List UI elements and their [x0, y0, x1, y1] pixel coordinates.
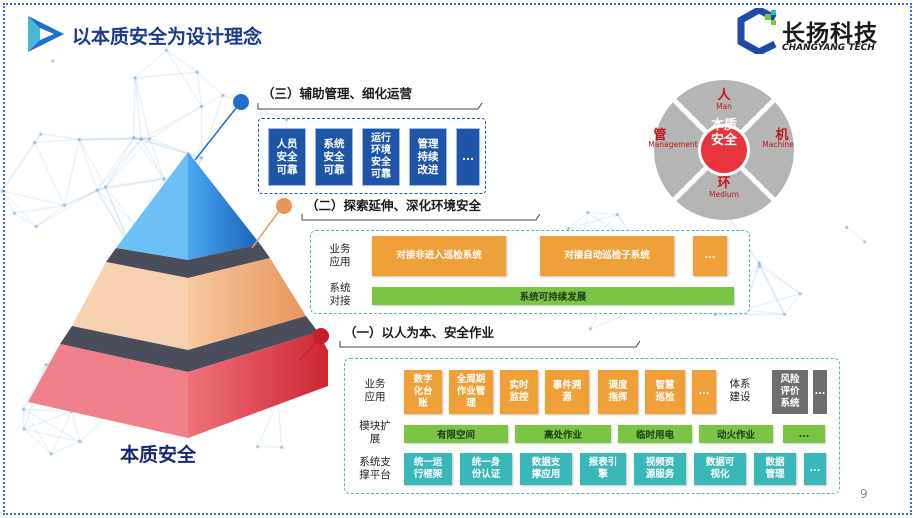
s2-item-non-entry-inspection: 对接非进入巡检系统 — [372, 236, 506, 276]
s1-report-engine: 报表引 擎 — [580, 453, 626, 485]
s2-item-auto-inspection: 对接自动巡检子系统 — [540, 236, 674, 276]
s2-sustainable-bar: 系统可持续发展 — [372, 287, 734, 305]
wheel-center: 本质 安全 — [710, 118, 737, 148]
page-number: 9 — [860, 487, 868, 501]
wheel-left-en: Management — [648, 140, 698, 149]
s1-system-build-label: 体系 建设 — [729, 378, 751, 403]
wheel-left: 管 — [653, 128, 667, 143]
section3-panel — [258, 118, 486, 194]
s1-row3-label: 系统支 撑平台 — [359, 456, 391, 481]
s1-height-work: 高处作业 — [515, 425, 611, 443]
s1-unified-framework: 统一运 行框架 — [404, 453, 452, 485]
wheel-top-en: Man — [716, 102, 732, 111]
pyramid-middle-tier — [72, 262, 188, 350]
wheel-bottom-en: Medium — [709, 190, 739, 199]
s1-temp-power: 临时用电 — [618, 425, 692, 443]
wheel-bottom: 环 — [717, 176, 731, 191]
pyramid-base-label: 本质安全 — [120, 444, 197, 466]
safety-wheel-diagram — [654, 80, 794, 220]
tier1-dot-icon — [313, 328, 329, 344]
section3-title: （三）辅助管理、细化运营 — [262, 86, 413, 101]
s1-dispatch-command: 调度 指挥 — [598, 370, 638, 414]
slide-logo-icon — [28, 16, 64, 52]
card-system-safety: 系统 安全 可靠 — [315, 128, 353, 186]
pyramid-base-tier — [28, 344, 188, 438]
pyramid-top-tier — [116, 152, 188, 260]
card-management-improvement: 管理 持续 改进 — [409, 128, 447, 186]
s1-data-support: 数据支 撑应用 — [520, 453, 572, 485]
brand-name: 长扬科技 — [782, 21, 878, 47]
s1-digital-ledger: 数字 化台 账 — [404, 370, 442, 414]
s1-event-trace: 事件溯 源 — [545, 370, 589, 414]
card-more: ... — [456, 128, 480, 186]
wheel-top: 人 — [717, 88, 731, 103]
s1-unified-identity: 统一身 份认证 — [460, 453, 512, 485]
s1-lifecycle-work: 全周期 作业管 理 — [449, 370, 493, 414]
s1-module-more: ... — [783, 425, 825, 443]
tier2-dot-icon — [276, 198, 292, 214]
s1-row1-label: 业务 应用 — [364, 378, 386, 403]
s1-video-service: 视频资 源服务 — [634, 453, 686, 485]
s1-more: ... — [692, 370, 716, 414]
section1-title: （一）以人为本、安全作业 — [344, 325, 495, 340]
s1-data-visualization: 数据可 视化 — [694, 453, 746, 485]
s1-realtime-monitor: 实时 监控 — [500, 370, 538, 414]
s1-side-more: ... — [813, 370, 827, 414]
s2-row2-label: 系统 对接 — [329, 282, 351, 307]
s1-platform-more: ... — [804, 453, 826, 485]
page-title: 以本质安全为设计理念 — [72, 26, 263, 48]
card-personnel-safety: 人员 安全 可靠 — [268, 128, 306, 186]
s1-data-management: 数据 管理 — [754, 453, 796, 485]
wheel-right-en: Machine — [762, 140, 794, 149]
s1-smart-inspection: 智慧 巡检 — [645, 370, 685, 414]
s1-risk-evaluation: 风险 评价 系统 — [772, 370, 808, 414]
pyramid-diagram — [28, 152, 328, 438]
wheel-right: 机 — [775, 128, 789, 143]
changyang-logo-icon — [737, 8, 777, 54]
s2-item-more: ... — [693, 236, 727, 276]
card-environment-safety: 运行 环境 安全 可靠 — [362, 128, 400, 186]
section2-title: （二）探索延伸、深化环境安全 — [306, 198, 482, 213]
s1-row2-label: 模块扩 展 — [359, 420, 391, 445]
brand-name-en: CHANGYANG TECH — [782, 43, 875, 53]
s1-hot-work: 动火作业 — [699, 425, 773, 443]
tier3-dot-icon — [233, 94, 249, 110]
s2-row1-label: 业务 应用 — [329, 243, 351, 268]
s1-confined-space: 有限空间 — [404, 425, 508, 443]
